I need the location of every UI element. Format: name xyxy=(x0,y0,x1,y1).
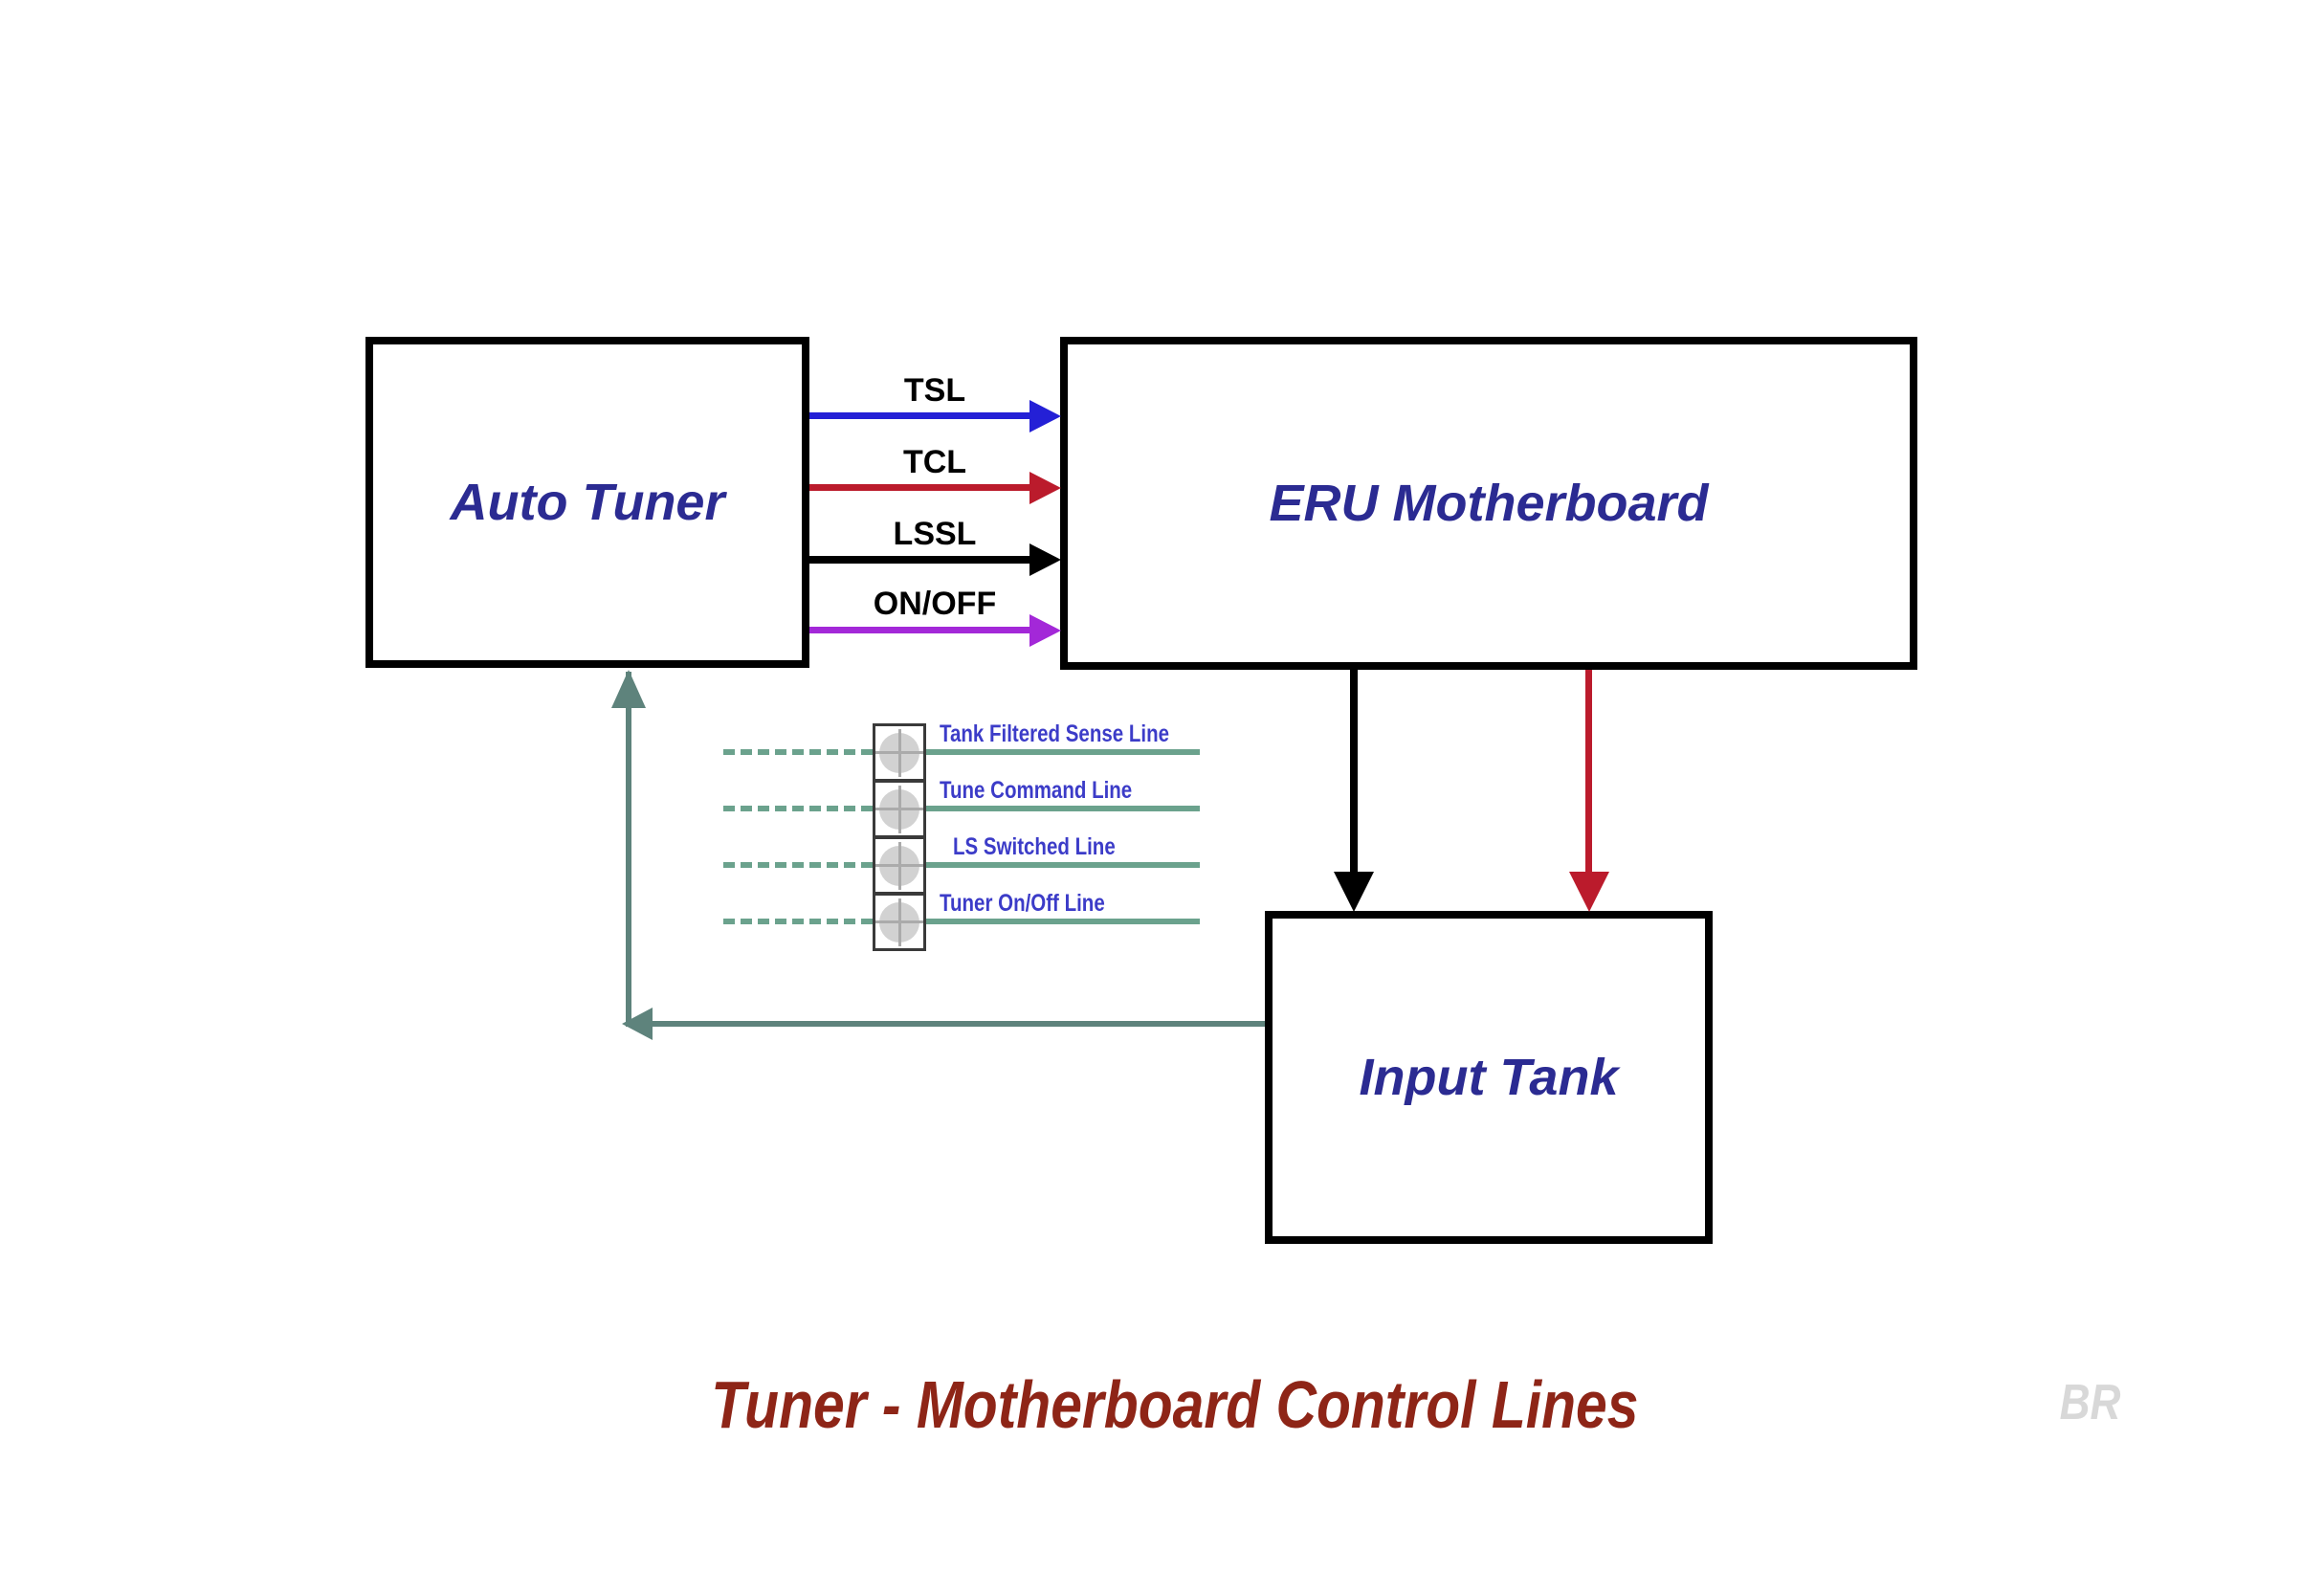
legend-solid-line xyxy=(926,919,1200,924)
feedthrough-connector-icon xyxy=(875,785,923,833)
onoff-label: ON/OFF xyxy=(873,586,997,622)
tcl-line xyxy=(809,484,1031,491)
legend-dashed-line xyxy=(723,806,873,811)
tsl-arrowhead-right-icon xyxy=(1029,400,1061,432)
connector-cell xyxy=(873,723,926,782)
feedthrough-connector-icon xyxy=(875,841,923,890)
tsl-line xyxy=(809,412,1031,419)
tank-to-tuner-return-vline xyxy=(626,672,631,1027)
legend-solid-line xyxy=(926,749,1200,755)
author-watermark-text: BR xyxy=(2060,1375,2121,1430)
legend-label-ls-switched-line: LS Switched Line xyxy=(953,833,1116,860)
eru-motherboard-box: ERU Motherboard xyxy=(1060,337,1917,670)
legend-dashed-line xyxy=(723,862,873,868)
eru-to-tank-black-line xyxy=(1350,670,1358,874)
legend-dashed-line xyxy=(723,919,873,924)
legend-dashed-line xyxy=(723,749,873,755)
legend-solid-line xyxy=(926,862,1200,868)
connector-cell xyxy=(873,836,926,895)
tcl-arrowhead-right-icon xyxy=(1029,472,1061,504)
return-arrowhead-left-icon xyxy=(622,1008,653,1040)
connector-cell xyxy=(873,780,926,838)
feedthrough-connector-icon xyxy=(875,728,923,777)
legend-solid-line xyxy=(926,806,1200,811)
auto-tuner-label: Auto Tuner xyxy=(450,474,725,531)
eru-to-tank-black-arrowhead-down-icon xyxy=(1334,872,1374,912)
eru-motherboard-label: ERU Motherboard xyxy=(1269,475,1709,532)
legend-label-tuner-on-off-line: Tuner On/Off Line xyxy=(940,890,1105,917)
diagram-title: Tuner - Motherboard Control Lines xyxy=(601,1366,1749,1443)
input-tank-label: Input Tank xyxy=(1359,1049,1619,1106)
eru-to-tank-red-line xyxy=(1585,670,1592,874)
diagram-title-text: Tuner - Motherboard Control Lines xyxy=(711,1367,1639,1442)
return-arrowhead-up-icon xyxy=(611,670,646,708)
lssl-label: LSSL xyxy=(893,516,977,552)
connector-cell xyxy=(873,893,926,951)
lssl-arrowhead-right-icon xyxy=(1029,543,1061,576)
input-tank-box: Input Tank xyxy=(1265,911,1713,1244)
auto-tuner-box: Auto Tuner xyxy=(365,337,809,668)
tank-to-tuner-return-hline xyxy=(626,1021,1265,1027)
tcl-label: TCL xyxy=(902,444,967,480)
lssl-line xyxy=(809,556,1031,564)
tsl-label: TSL xyxy=(903,372,966,409)
author-watermark: BR xyxy=(2038,1374,2143,1431)
onoff-line xyxy=(809,627,1031,633)
feedthrough-connector-icon xyxy=(875,898,923,946)
eru-to-tank-red-arrowhead-down-icon xyxy=(1569,872,1609,912)
legend-label-tank-filtered-sense-line: Tank Filtered Sense Line xyxy=(940,720,1170,747)
legend-label-tune-command-line: Tune Command Line xyxy=(940,777,1133,804)
onoff-arrowhead-right-icon xyxy=(1029,614,1061,647)
